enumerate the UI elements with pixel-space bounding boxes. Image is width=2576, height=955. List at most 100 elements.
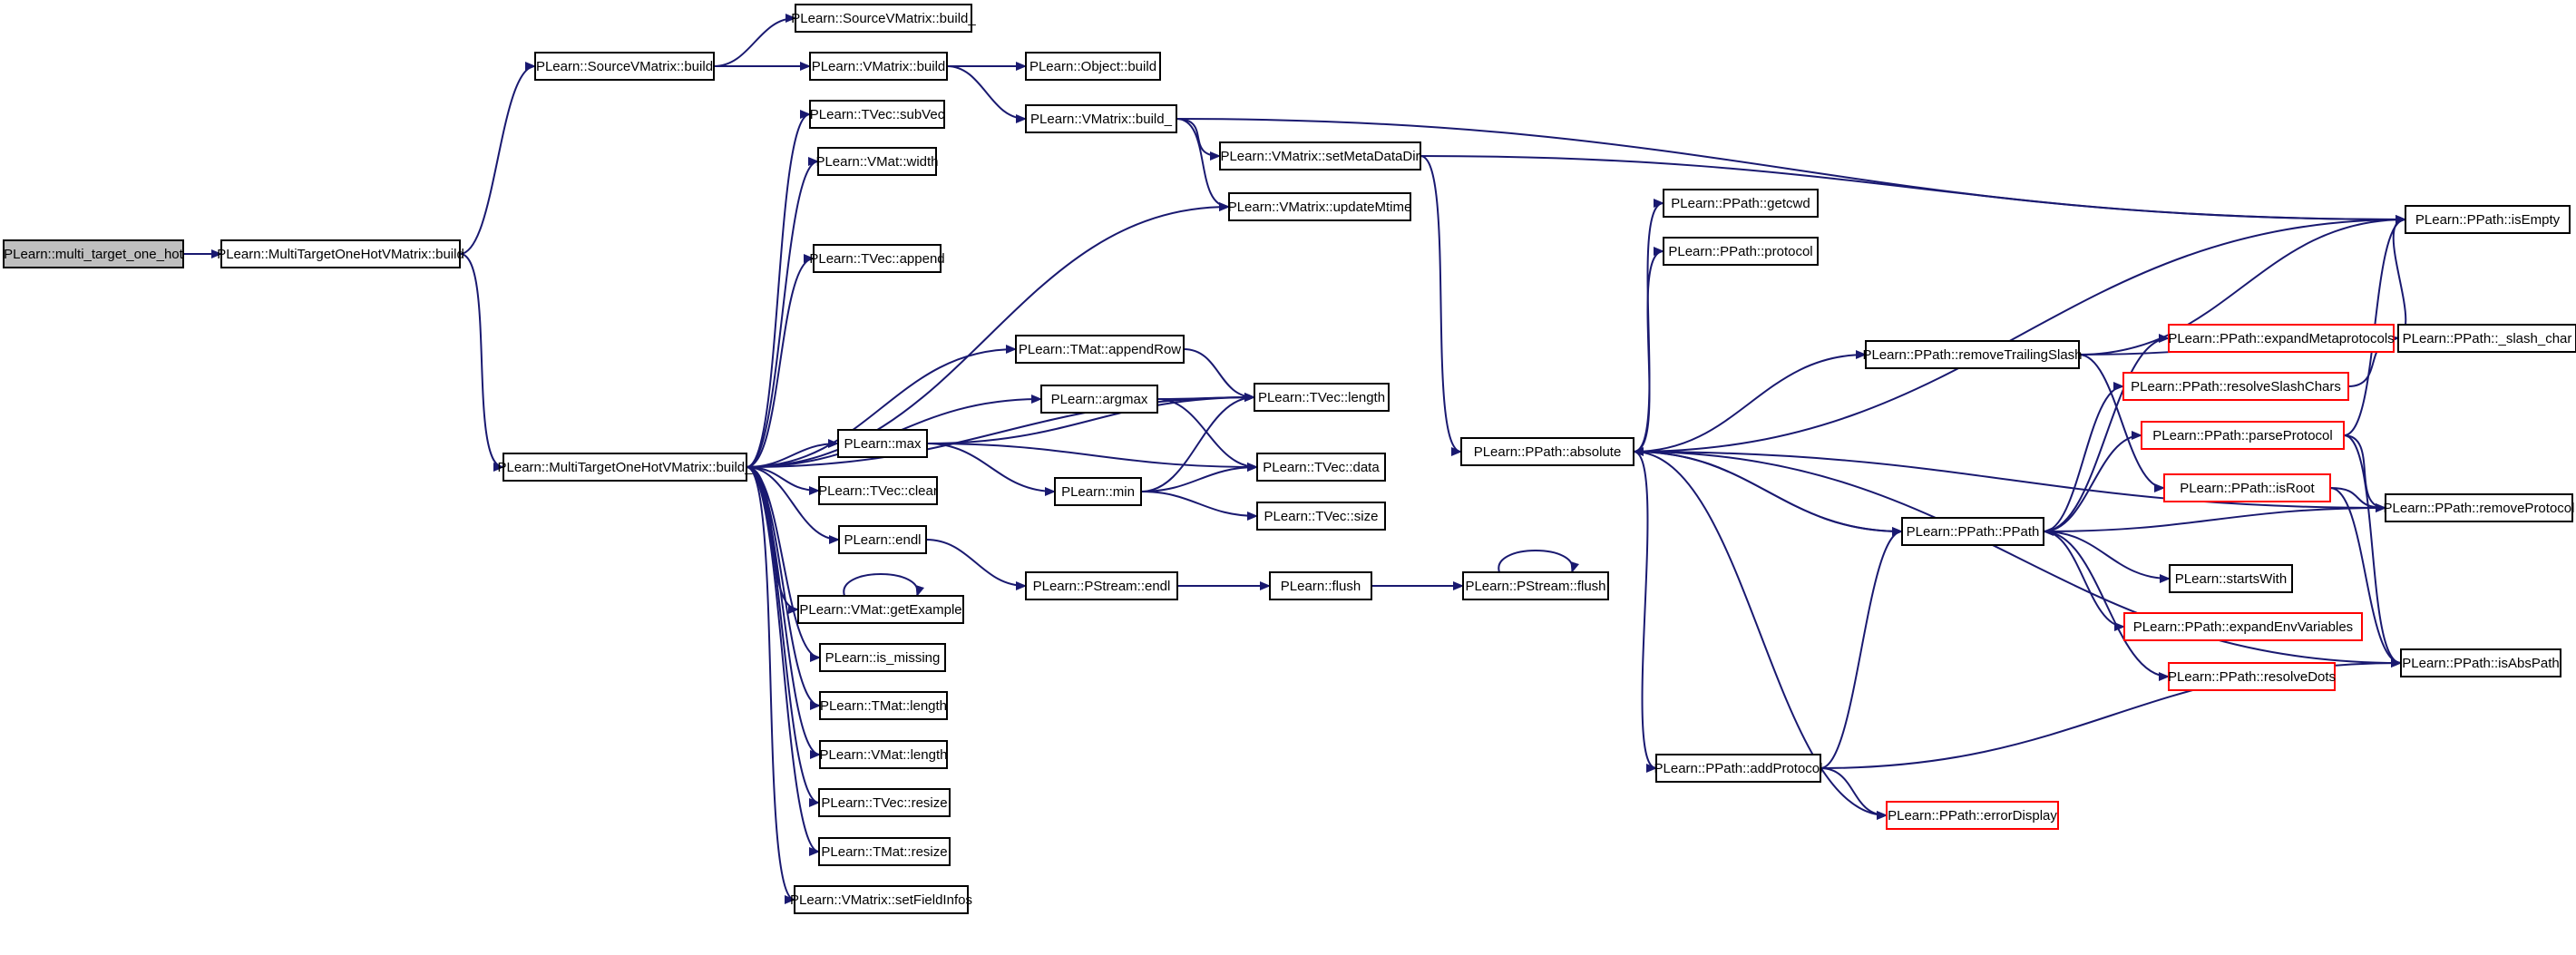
edge-endl-to-pstream-endl [925,539,1027,590]
node-add-protocol[interactable]: PLearn::PPath::addProtocol [1654,754,1823,783]
node-getcwd[interactable]: PLearn::PPath::getcwd [1663,189,1819,218]
node-resolve-dots[interactable]: PLearn::PPath::resolveDots [2168,662,2336,691]
node-label: PLearn::PPath::PPath [1907,524,2040,540]
node-tvec-clear[interactable]: PLearn::TVec::clear [818,476,938,505]
node-argmax[interactable]: PLearn::argmax [1040,385,1158,414]
edge-min-to-tvec-data [1140,463,1258,492]
node-box [1865,340,2080,369]
node-tvec-resize[interactable]: PLearn::TVec::resize [818,788,951,817]
edge-source-build-to-source-build [713,14,796,67]
node-error-display[interactable]: PLearn::PPath::errorDisplay [1886,801,2059,830]
node-set-meta-data-dir[interactable]: PLearn::VMatrix::setMetaDataDir [1219,141,1421,171]
node-vmatrix-build[interactable]: PLearn::VMatrix::build [809,52,948,81]
node-box [503,453,747,482]
edge-mtoh-build-to-update-mtime [746,202,1230,468]
edge-max-to-min [926,443,1056,496]
node-source-build[interactable]: PLearn::SourceVMatrix::build [534,52,715,81]
node-parse-protocol[interactable]: PLearn::PPath::parseProtocol [2141,421,2345,450]
edge-set-meta-data-dir-to-is-empty [1420,155,2406,224]
node-box [818,837,951,866]
node-box [1040,385,1158,414]
edge-remove-protocol-to-ppath-ctor [2043,507,2386,536]
edge-parse-protocol-to-remove-protocol [2343,434,2386,512]
node-source-build[interactable]: PLearn::SourceVMatrix::build_ [791,4,976,33]
node-slash-char[interactable]: PLearn::PPath::_slash_char [2397,324,2576,353]
node-label: PLearn::multi_target_one_hot [4,247,183,262]
node-vmat-width[interactable]: PLearn::VMat::width [815,147,939,176]
node-box [818,476,938,505]
node-box [1256,453,1386,482]
node-box [838,525,927,554]
node-ppath-ctor[interactable]: PLearn::PPath::PPath [1901,517,2044,546]
node-box [2168,662,2336,691]
node-endl[interactable]: PLearn::endl [838,525,927,554]
node-label: PLearn::VMatrix::setMetaDataDir [1220,149,1420,164]
node-label: PLearn::PPath::removeTrailingSlash [1862,347,2082,363]
edge-mtoh-build-to-source-build [459,62,536,255]
node-vmat-get-example[interactable]: PLearn::VMat::getExample [797,595,964,624]
node-label: PLearn::PPath::getcwd [1671,196,1810,211]
node-set-field-infos[interactable]: PLearn::VMatrix::setFieldInfos [790,885,972,914]
node-label: PLearn::VMatrix::build [812,59,946,74]
node-label: PLearn::SourceVMatrix::build [536,59,713,74]
node-max[interactable]: PLearn::max [837,429,928,458]
edge-absolute-to-remove-protocol [1633,451,2386,512]
node-box [1901,517,2044,546]
edge-mtoh-build-to-mtoh-build [459,253,504,472]
node-protocol[interactable]: PLearn::PPath::protocol [1663,237,1819,266]
node-starts-with[interactable]: PLearn::startsWith [2169,564,2293,593]
node-label: PLearn::PPath::errorDisplay [1888,808,2057,823]
edge-set-meta-data-dir-to-absolute [1420,155,1462,456]
node-tvec-size[interactable]: PLearn::TVec::size [1256,502,1386,531]
node-flush[interactable]: PLearn::flush [1269,571,1372,600]
node-label: PLearn::PStream::endl [1033,579,1171,594]
node-remove-trailing-slash[interactable]: PLearn::PPath::removeTrailingSlash [1862,340,2083,369]
edge-is-root-to-is-abs-path [2329,487,2402,668]
node-box [1886,801,2059,830]
node-tvec-data[interactable]: PLearn::TVec::data [1256,453,1386,482]
node-tmat-resize[interactable]: PLearn::TMat::resize [818,837,951,866]
node-mtoh-build[interactable]: PLearn::MultiTargetOneHotVMatrix::build_ [498,453,754,482]
node-expand-env-variables[interactable]: PLearn::PPath::expandEnvVariables [2123,612,2363,641]
node-is-missing[interactable]: PLearn::is_missing [819,643,946,672]
node-box [819,740,948,769]
node-remove-protocol[interactable]: PLearn::PPath::removeProtocol [2384,493,2575,522]
node-label: PLearn::PPath::isEmpty [2415,212,2561,228]
node-label: PLearn::TVec::resize [821,795,947,811]
edge-tmat-append-row-to-tvec-length [1183,348,1255,402]
node-expand-metaprotocols[interactable]: PLearn::PPath::expandMetaprotocols [2168,324,2395,353]
edge-expand-metaprotocols-to-is-empty [2392,215,2407,339]
node-tmat-length[interactable]: PLearn::TMat::length [819,691,948,720]
node-is-abs-path[interactable]: PLearn::PPath::isAbsPath [2400,648,2561,677]
node-min[interactable]: PLearn::min [1054,477,1142,506]
node-pstream-flush[interactable]: PLearn::PStream::flush [1462,571,1609,600]
node-box [818,788,951,817]
node-update-mtime[interactable]: PLearn::VMatrix::updateMtime [1228,192,1412,221]
edge-mtoh-build-to-is-missing [746,466,821,662]
node-absolute[interactable]: PLearn::PPath::absolute [1460,437,1634,466]
node-tvec-length[interactable]: PLearn::TVec::length [1254,383,1390,412]
node-is-empty[interactable]: PLearn::PPath::isEmpty [2405,205,2571,234]
node-vmat-length[interactable]: PLearn::VMat::length [819,740,948,769]
node-pstream-endl[interactable]: PLearn::PStream::endl [1025,571,1178,600]
node-is-root[interactable]: PLearn::PPath::isRoot [2163,473,2331,502]
node-label: PLearn::PPath::absolute [1474,444,1622,460]
node-tmat-append-row[interactable]: PLearn::TMat::appendRow [1015,335,1185,364]
edge-mtoh-build-to-tmat-resize [746,466,820,856]
node-label: PLearn::PPath::resolveDots [2168,669,2336,685]
node-box [2385,493,2573,522]
node-mtoh-build[interactable]: PLearn::MultiTargetOneHotVMatrix::build [217,239,464,268]
edge-ppath-ctor-to-starts-with [2043,531,2171,583]
node-multi-target-one-hot[interactable]: PLearn::multi_target_one_hot [3,239,184,268]
node-box [809,52,948,81]
node-label: PLearn::is_missing [825,650,941,666]
node-label: PLearn::VMat::width [815,154,938,170]
node-tvec-append[interactable]: PLearn::TVec::append [809,244,945,273]
node-resolve-slash-chars[interactable]: PLearn::PPath::resolveSlashChars [2122,372,2349,401]
node-box [1025,104,1177,133]
node-vmatrix-build[interactable]: PLearn::VMatrix::build_ [1025,104,1177,133]
node-object-build[interactable]: PLearn::Object::build [1025,52,1161,81]
node-tvec-subvec[interactable]: PLearn::TVec::subVec [809,100,945,129]
